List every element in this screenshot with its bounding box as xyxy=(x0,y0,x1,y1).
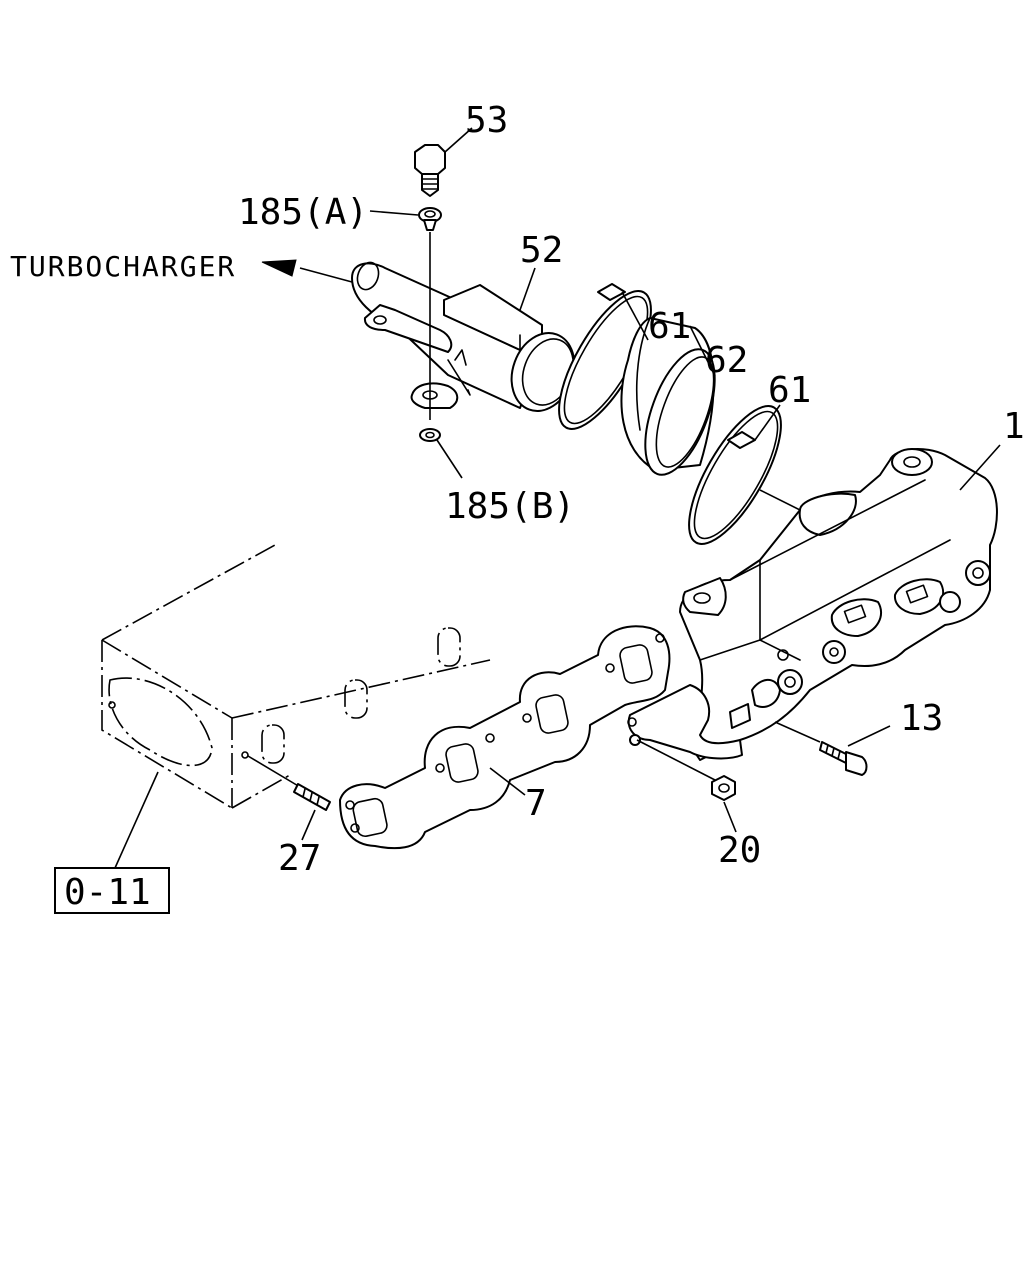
leader-lines xyxy=(114,127,1001,869)
nut-20 xyxy=(636,739,736,801)
callout-1: 1 xyxy=(1003,406,1024,447)
hose-clamp-61-left xyxy=(558,283,652,430)
turbocharger-label: TURBOCHARGER xyxy=(10,250,236,283)
callout-27: 27 xyxy=(278,838,321,879)
washer-185a xyxy=(418,207,442,231)
callout-61-left: 61 xyxy=(648,306,691,347)
rubber-hose-62 xyxy=(620,317,716,476)
callout-52: 52 xyxy=(520,230,563,271)
stud-27 xyxy=(247,755,331,811)
callout-53: 53 xyxy=(465,100,508,141)
callout-61-right: 61 xyxy=(768,370,811,411)
turbocharger-arrow xyxy=(261,259,353,283)
washer-185b xyxy=(419,428,441,442)
turbo-inlet-pipe xyxy=(351,261,576,412)
callout-20: 20 xyxy=(718,830,761,871)
callout-7: 7 xyxy=(525,783,547,824)
assembly-axis-line xyxy=(759,489,801,511)
exhaust-manifold xyxy=(627,448,998,761)
reference-box-label: 0-11 xyxy=(64,872,151,913)
cylinder-head-outline xyxy=(101,544,491,809)
callout-185a: 185(A) xyxy=(238,192,368,233)
bolt-13 xyxy=(774,721,868,776)
bolt-53 xyxy=(414,144,446,197)
callout-62: 62 xyxy=(705,340,748,381)
callout-185b: 185(B) xyxy=(445,486,575,527)
reference-box: 0-11 xyxy=(54,867,170,914)
manifold-gasket xyxy=(339,625,671,850)
callout-13: 13 xyxy=(900,698,943,739)
